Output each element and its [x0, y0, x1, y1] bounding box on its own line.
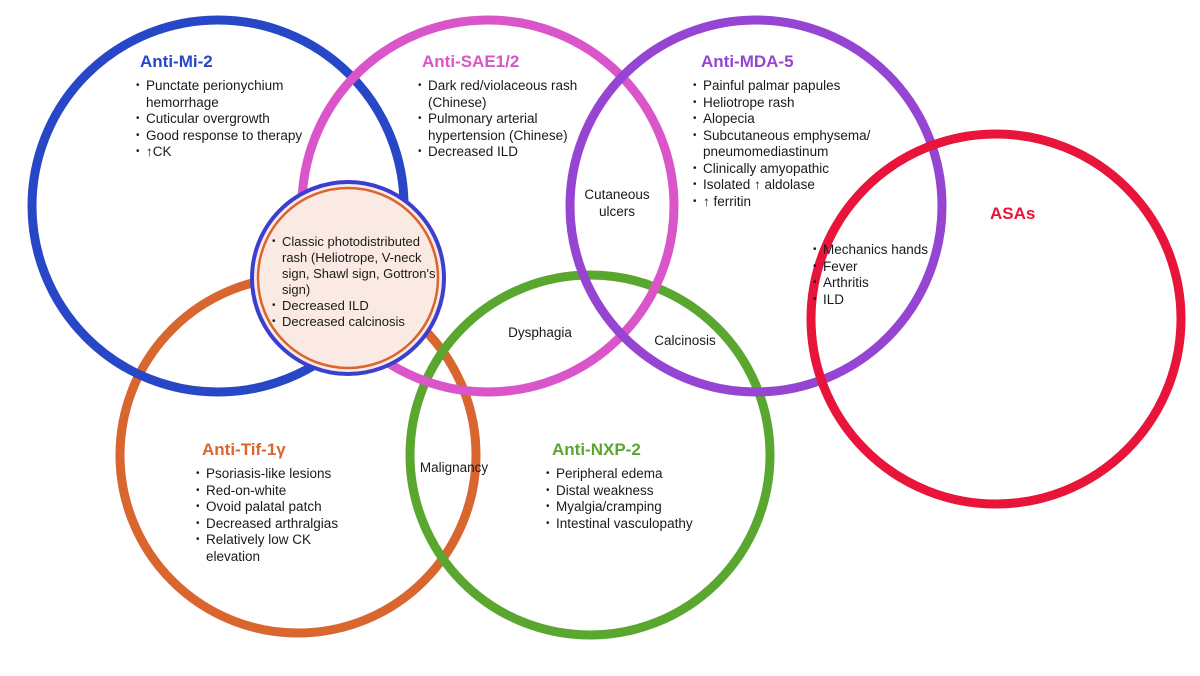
group-list-anti-tif1g: Psoriasis-like lesionsRed-on-whiteOvoid … — [196, 466, 356, 565]
list-item: Classic photodistributed rash (Heliotrop… — [272, 234, 442, 298]
group-center: Classic photodistributed rash (Heliotrop… — [272, 234, 442, 330]
list-item: Mechanics hands — [813, 242, 953, 259]
group-asas: Mechanics handsFeverArthritisILD — [813, 242, 953, 308]
list-item: Intestinal vasculopathy — [546, 516, 716, 533]
list-item: Cuticular overgrowth — [136, 111, 306, 128]
list-item: Ovoid palatal patch — [196, 499, 356, 516]
group-anti-sae12: Anti-SAE1/2 Dark red/violaceous rash (Ch… — [418, 52, 593, 161]
overlap-label-dysphagia: Dysphagia — [508, 325, 572, 340]
list-item: Arthritis — [813, 275, 953, 292]
list-item: Punctate perionychium hemorrhage — [136, 78, 306, 111]
list-item: ↑CK — [136, 144, 306, 161]
list-item: Relatively low CK elevation — [196, 532, 356, 565]
group-list-anti-mi2: Punctate perionychium hemorrhageCuticula… — [136, 78, 306, 161]
list-item: Peripheral edema — [546, 466, 716, 483]
list-item: Red-on-white — [196, 483, 356, 500]
group-title-anti-sae12: Anti-SAE1/2 — [422, 52, 520, 71]
group-title-anti-mda5: Anti-MDA-5 — [701, 52, 794, 71]
group-anti-mi2: Anti-Mi-2 Punctate perionychium hemorrha… — [136, 52, 306, 161]
group-anti-mda5: Anti-MDA-5 Painful palmar papulesHeliotr… — [693, 52, 878, 210]
group-title-asas: ASAs — [990, 204, 1036, 223]
group-list-asas: Mechanics handsFeverArthritisILD — [813, 242, 953, 308]
list-item: Clinically amyopathic — [693, 161, 878, 178]
overlap-label-calcinosis: Calcinosis — [654, 333, 716, 348]
list-item: Decreased ILD — [418, 144, 593, 161]
circle-anti-nxp2 — [405, 270, 775, 640]
list-item: Decreased calcinosis — [272, 314, 442, 330]
circle-anti-mda5 — [565, 15, 947, 397]
group-title-anti-tif1g: Anti-Tif-1γ — [202, 440, 286, 459]
list-item: Isolated ↑ aldolase — [693, 177, 878, 194]
list-item: Decreased ILD — [272, 298, 442, 314]
circle-asas — [806, 129, 1186, 509]
group-anti-nxp2: Anti-NXP-2 Peripheral edemaDistal weakne… — [546, 440, 716, 532]
group-list-anti-sae12: Dark red/violaceous rash (Chinese)Pulmon… — [418, 78, 593, 161]
list-item: ILD — [813, 292, 953, 309]
group-title-anti-mi2: Anti-Mi-2 — [140, 52, 213, 71]
list-item: Painful palmar papules — [693, 78, 878, 95]
list-item: Distal weakness — [546, 483, 716, 500]
list-item: Pulmonary arterial hypertension (Chinese… — [418, 111, 593, 144]
overlap-label-malignancy: Malignancy — [419, 460, 489, 475]
group-list-center: Classic photodistributed rash (Heliotrop… — [272, 234, 442, 330]
list-item: Psoriasis-like lesions — [196, 466, 356, 483]
list-item: Myalgia/cramping — [546, 499, 716, 516]
list-item: Good response to therapy — [136, 128, 306, 145]
overlap-label-cutaneous-ulcers: Cutaneous ulcers — [584, 187, 650, 219]
list-item: ↑ ferritin — [693, 194, 878, 211]
list-item: Heliotrope rash — [693, 95, 878, 112]
list-item: Decreased arthralgias — [196, 516, 356, 533]
list-item: Alopecia — [693, 111, 878, 128]
list-item: Dark red/violaceous rash (Chinese) — [418, 78, 593, 111]
group-anti-tif1g: Anti-Tif-1γ Psoriasis-like lesionsRed-on… — [196, 440, 356, 565]
group-list-anti-nxp2: Peripheral edemaDistal weaknessMyalgia/c… — [546, 466, 716, 532]
group-list-anti-mda5: Painful palmar papulesHeliotrope rashAlo… — [693, 78, 878, 210]
list-item: Fever — [813, 259, 953, 276]
list-item: Subcutaneous emphysema/ pneumomediastinu… — [693, 128, 878, 161]
group-title-anti-nxp2: Anti-NXP-2 — [552, 440, 641, 459]
